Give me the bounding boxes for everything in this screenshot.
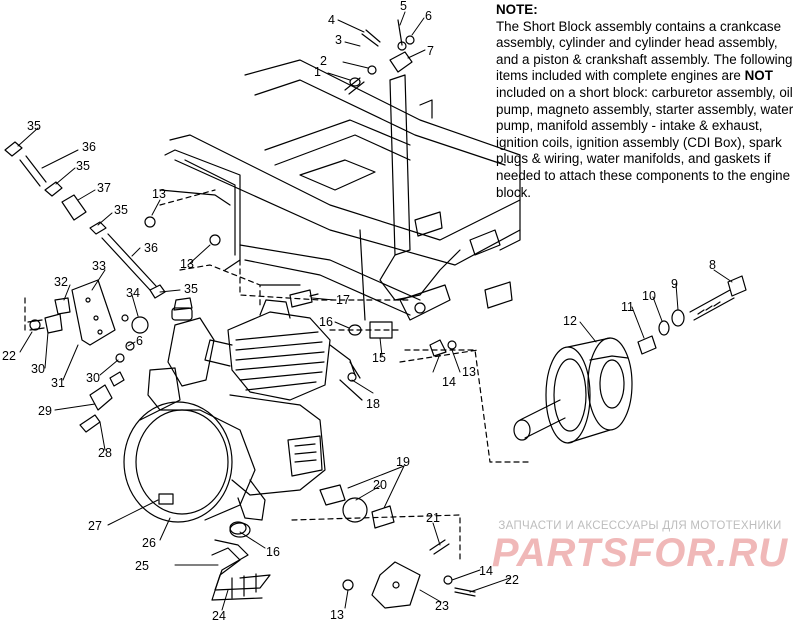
callout-13: 13 bbox=[462, 365, 476, 379]
callout-36: 36 bbox=[144, 241, 158, 255]
callout-27: 27 bbox=[88, 519, 102, 533]
callout-13: 13 bbox=[330, 608, 344, 621]
callout-25: 25 bbox=[135, 559, 149, 573]
callout-21: 21 bbox=[426, 511, 440, 525]
callout-36: 36 bbox=[82, 140, 96, 154]
callout-26: 26 bbox=[142, 536, 156, 550]
callout-17: 17 bbox=[336, 293, 350, 307]
callout-12: 12 bbox=[563, 314, 577, 328]
callout-35: 35 bbox=[27, 119, 41, 133]
callout-18: 18 bbox=[366, 397, 380, 411]
note-bold-word: NOT bbox=[744, 68, 773, 84]
callout-34: 34 bbox=[126, 286, 140, 300]
callout-5: 5 bbox=[400, 0, 407, 13]
callout-3: 3 bbox=[335, 33, 342, 47]
callout-13: 13 bbox=[180, 257, 194, 271]
callout-20: 20 bbox=[373, 478, 387, 492]
callout-16: 16 bbox=[266, 545, 280, 559]
callout-35: 35 bbox=[184, 282, 198, 296]
callout-7: 7 bbox=[427, 44, 434, 58]
callout-8: 8 bbox=[709, 258, 716, 272]
callout-30: 30 bbox=[31, 362, 45, 376]
callout-28: 28 bbox=[98, 446, 112, 460]
callout-2: 2 bbox=[320, 54, 327, 68]
watermark-tagline: ЗАПЧАСТИ И АКСЕССУАРЫ ДЛЯ МОТОТЕХНИКИ bbox=[498, 520, 782, 532]
callout-23: 23 bbox=[435, 599, 449, 613]
callout-22: 22 bbox=[2, 349, 16, 363]
callout-30: 30 bbox=[86, 371, 100, 385]
callout-1: 1 bbox=[314, 65, 321, 79]
note-text-after-bold: included on a short block: carburetor as… bbox=[496, 84, 794, 200]
callout-32: 32 bbox=[54, 275, 68, 289]
callout-6: 6 bbox=[136, 334, 143, 348]
note-block: NOTE: The Short Block assembly contains … bbox=[496, 2, 800, 201]
callout-6: 6 bbox=[425, 9, 432, 23]
pulley-assembly-drawing bbox=[513, 275, 747, 444]
callout-37: 37 bbox=[97, 181, 111, 195]
callout-11: 11 bbox=[621, 300, 634, 314]
callout-14: 14 bbox=[479, 564, 493, 578]
callout-4: 4 bbox=[328, 13, 335, 27]
watermark: ЗАПЧАСТИ И АКСЕССУАРЫ ДЛЯ МОТОТЕХНИКИ PA… bbox=[480, 520, 800, 574]
callout-29: 29 bbox=[38, 404, 52, 418]
frame-drawing bbox=[159, 59, 521, 321]
leader-lines bbox=[17, 11, 733, 611]
note-text-before-bold: The Short Block assembly contains a cran… bbox=[496, 18, 793, 84]
callout-16: 16 bbox=[319, 315, 333, 329]
callout-15: 15 bbox=[372, 351, 386, 365]
callout-31: 31 bbox=[51, 376, 65, 390]
callout-13: 13 bbox=[152, 187, 166, 201]
callout-14: 14 bbox=[442, 375, 456, 389]
callout-35: 35 bbox=[114, 203, 128, 217]
callout-35: 35 bbox=[76, 159, 90, 173]
watermark-logo: PARTSFOR.RU bbox=[491, 531, 789, 575]
callout-22: 22 bbox=[505, 573, 519, 587]
callout-33: 33 bbox=[92, 259, 106, 273]
callout-19: 19 bbox=[396, 455, 410, 469]
callout-9: 9 bbox=[671, 277, 678, 291]
engine-drawing bbox=[123, 297, 357, 538]
callout-24: 24 bbox=[212, 609, 226, 621]
callout-10: 10 bbox=[642, 289, 656, 303]
note-heading: NOTE: bbox=[496, 2, 538, 17]
left-parts-drawing bbox=[4, 141, 166, 433]
